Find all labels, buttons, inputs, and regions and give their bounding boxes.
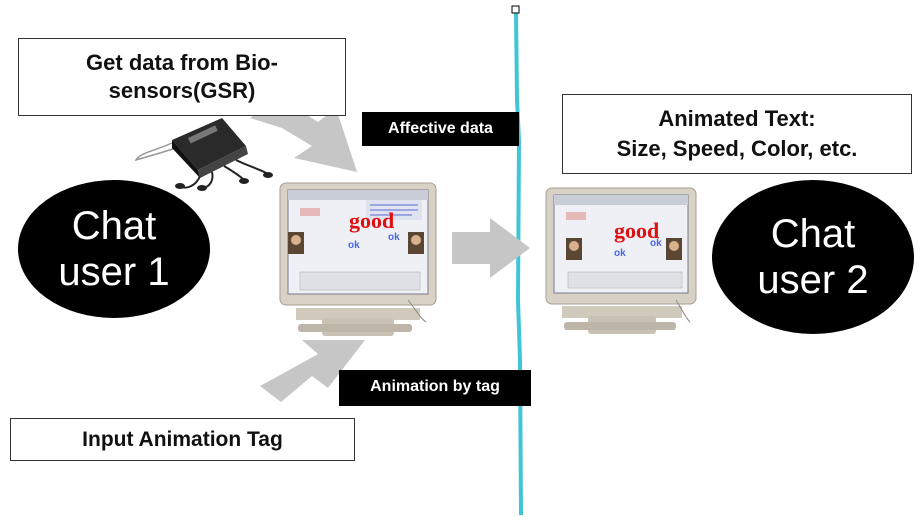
input-animation-tag-box: Input Animation Tag — [10, 418, 355, 461]
animated-text-line2: Size, Speed, Color, etc. — [616, 136, 858, 161]
monitor1-ok-text-1: ok — [348, 240, 360, 251]
get-data-box: Get data from Bio- sensors(GSR) — [18, 38, 346, 116]
arrow-tag-to-monitor — [260, 340, 365, 402]
divider-handle — [511, 5, 520, 14]
affective-data-tag: Affective data — [362, 112, 519, 146]
get-data-line1: Get data from Bio- — [86, 50, 278, 75]
animated-text-line1: Animated Text: — [658, 106, 816, 131]
chat-user-2-oval: Chat user 2 — [712, 180, 914, 334]
chat-user-1-oval: Chat user 1 — [18, 180, 210, 318]
monitor2-ok-text-2: ok — [650, 238, 662, 249]
monitor2-ok-text-1: ok — [614, 248, 626, 259]
animated-text-box: Animated Text: Size, Speed, Color, etc. — [562, 94, 912, 174]
biosensor-device-icon — [134, 118, 273, 191]
input-animation-tag-text: Input Animation Tag — [82, 428, 283, 451]
divider-line — [514, 11, 523, 516]
monitor-1 — [279, 182, 437, 336]
animation-by-tag-label: Animation by tag — [339, 370, 531, 406]
arrow-biosensors-to-monitor — [250, 98, 357, 172]
get-data-line2: sensors(GSR) — [108, 78, 256, 103]
monitor1-good-text: good — [349, 208, 394, 233]
monitor-2 — [545, 187, 697, 334]
arrow-monitor1-to-monitor2 — [452, 218, 530, 278]
monitor2-good-text: good — [614, 218, 659, 243]
monitor1-ok-text-2: ok — [388, 232, 400, 243]
